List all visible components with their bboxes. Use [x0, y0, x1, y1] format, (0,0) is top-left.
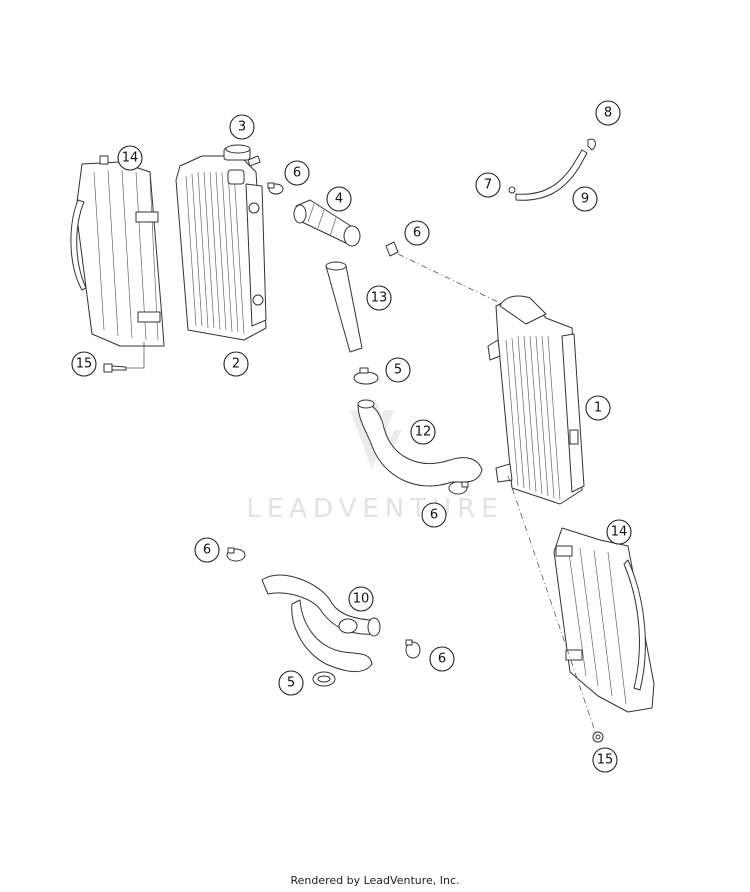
svg-text:9: 9	[581, 192, 589, 207]
callout-8: 8	[595, 100, 621, 126]
footer-credit: Rendered by LeadVenture, Inc.	[290, 874, 460, 887]
svg-text:6: 6	[203, 543, 211, 558]
callout-5-middle: 5	[385, 357, 411, 383]
svg-text:15: 15	[76, 357, 93, 372]
svg-text:5: 5	[394, 363, 402, 378]
hose-clamp-top-right	[385, 241, 499, 303]
svg-text:6: 6	[438, 652, 446, 667]
svg-text:7: 7	[484, 178, 492, 193]
screw-left	[103, 342, 145, 373]
svg-text:15: 15	[597, 753, 614, 768]
hose-clamp-bottom	[312, 671, 336, 687]
svg-text:6: 6	[413, 226, 421, 241]
callout-6-lower-right: 6	[429, 646, 455, 672]
callout-6-middle: 6	[421, 502, 447, 528]
hose-connector	[293, 199, 361, 247]
radiator-right	[487, 295, 585, 505]
hose-clamp-middle	[353, 367, 379, 385]
radiator-left	[175, 144, 267, 341]
radiator-louver-left	[70, 155, 165, 347]
callout-14-left: 14	[117, 145, 143, 171]
svg-text:6: 6	[293, 166, 301, 181]
callout-14-right: 14	[606, 519, 632, 545]
hose-clamp-lower-middle	[405, 639, 421, 659]
svg-text:6: 6	[430, 508, 438, 523]
svg-text:4: 4	[335, 192, 343, 207]
svg-text:8: 8	[604, 106, 612, 121]
hose-clamp-lower-right	[448, 481, 469, 495]
callout-3: 3	[229, 114, 255, 140]
callout-15-right: 15	[592, 747, 618, 773]
callout-13: 13	[366, 285, 392, 311]
radiator-louver-right	[507, 475, 655, 735]
watermark-text: LEADVENTURE	[246, 494, 503, 524]
svg-text:2: 2	[232, 357, 240, 372]
callout-4: 4	[326, 186, 352, 212]
callout-15-left: 15	[71, 351, 97, 377]
callout-1: 1	[585, 395, 611, 421]
breather-hose	[508, 138, 596, 201]
curved-hose	[357, 399, 483, 487]
svg-text:13: 13	[371, 291, 388, 306]
callout-6-upper-right: 6	[404, 220, 430, 246]
svg-text:10: 10	[353, 592, 370, 607]
callouts: 1 2 3 4 5 5 6 6 6 6 6 7 8 9 10 12	[71, 100, 632, 773]
callout-6-upper-left: 6	[284, 160, 310, 186]
svg-text:12: 12	[415, 425, 432, 440]
hose-clamp-lower-left	[226, 547, 246, 562]
callout-7: 7	[475, 172, 501, 198]
straight-hose	[325, 261, 363, 353]
callout-2: 2	[223, 351, 249, 377]
callout-9: 9	[572, 186, 598, 212]
svg-text:14: 14	[611, 525, 628, 540]
callout-12: 12	[410, 419, 436, 445]
svg-text:1: 1	[594, 401, 602, 416]
callout-10: 10	[348, 586, 374, 612]
screw-right	[592, 731, 604, 743]
svg-text:14: 14	[122, 151, 139, 166]
svg-text:5: 5	[287, 676, 295, 691]
lower-hose	[261, 574, 381, 672]
hose-clamp-upper	[267, 182, 284, 195]
callout-5-bottom: 5	[278, 670, 304, 696]
callout-6-lower-left: 6	[194, 537, 220, 563]
svg-text:3: 3	[238, 120, 246, 135]
